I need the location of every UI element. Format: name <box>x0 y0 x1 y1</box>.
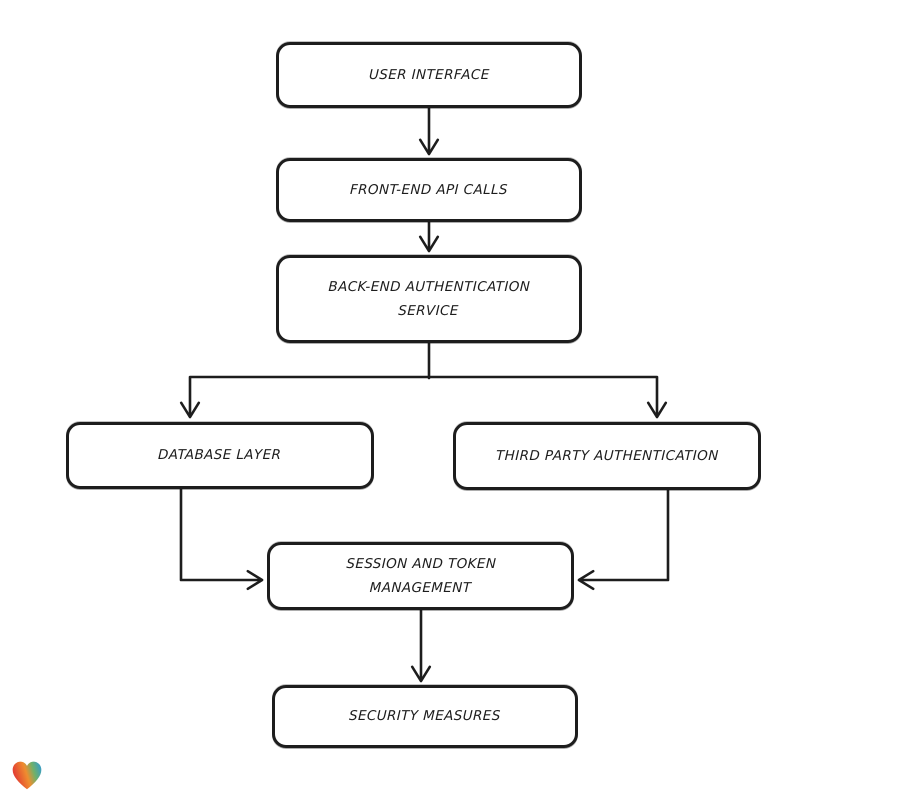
node-user-interface-label: USER INTERFACE <box>368 66 490 83</box>
node-security-measures[interactable]: SECURITY MEASURES <box>272 685 578 748</box>
node-database-layer[interactable]: DATABASE LAYER <box>66 422 374 489</box>
node-third-party-authentication[interactable]: THIRD PARTY AUTHENTICATION <box>453 422 761 490</box>
edge-third-party-to-session-management <box>577 488 670 591</box>
node-session-and-token-management[interactable]: SESSION AND TOKEN MANAGEMENT <box>267 542 574 610</box>
node-back-end-authentication-service-label: BACK-END AUTHENTICATION SERVICE <box>328 278 531 319</box>
node-back-end-authentication-service[interactable]: BACK-END AUTHENTICATION SERVICE <box>276 255 582 343</box>
node-third-party-authentication-label: THIRD PARTY AUTHENTICATION <box>495 447 719 464</box>
heart-icon[interactable] <box>10 759 44 793</box>
edge-back-end-to-third-party-authentication <box>427 375 668 419</box>
node-user-interface[interactable]: USER INTERFACE <box>276 42 582 108</box>
node-security-measures-label: SECURITY MEASURES <box>348 708 502 725</box>
node-session-and-token-management-label: SESSION AND TOKEN MANAGEMENT <box>345 555 497 596</box>
edge-back-end-to-database-layer <box>179 375 431 419</box>
node-front-end-api-calls-label: FRONT-END API CALLS <box>349 181 509 198</box>
node-database-layer-label: DATABASE LAYER <box>158 447 282 464</box>
node-front-end-api-calls[interactable]: FRONT-END API CALLS <box>276 158 582 222</box>
edge-database-layer-to-session-management <box>179 487 264 591</box>
